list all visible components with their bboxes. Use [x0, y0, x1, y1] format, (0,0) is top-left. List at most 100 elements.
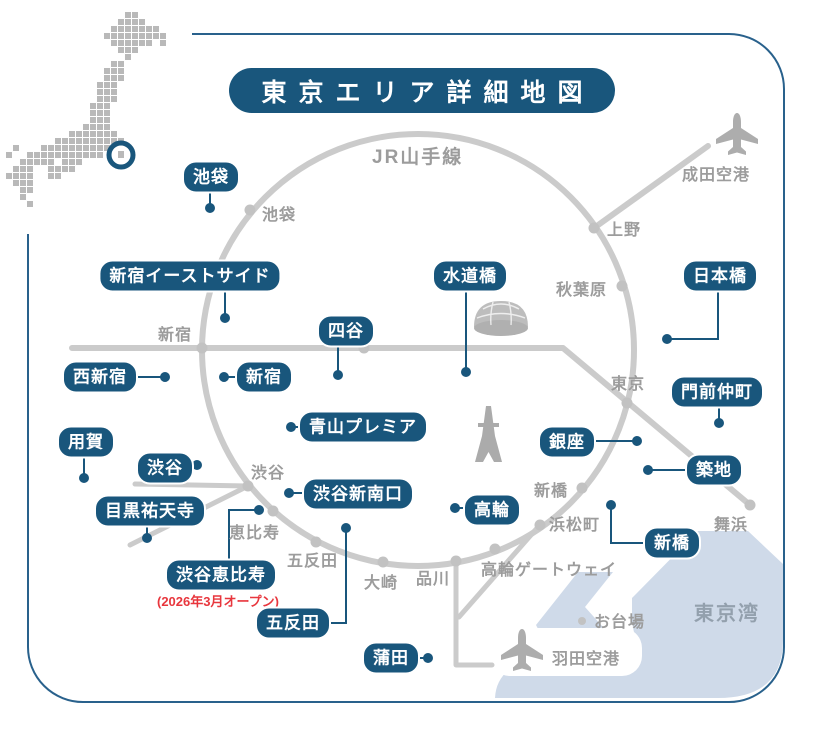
japan-map-pixel — [125, 26, 131, 32]
japan-map-pixel — [27, 201, 33, 207]
hotel-dot — [220, 313, 230, 323]
japan-map-pixel — [125, 40, 131, 46]
japan-map-pixel — [111, 138, 117, 144]
chuo-keiyo-line — [69, 345, 753, 508]
japan-map-pixel — [90, 124, 96, 130]
japan-map-pixel — [160, 33, 166, 39]
hotel-leader-line — [667, 276, 719, 340]
japan-map-pixel — [139, 40, 145, 46]
japan-map-pixel — [132, 26, 138, 32]
hotel-dot — [192, 460, 202, 470]
hotel-badge: 五反田 — [255, 606, 331, 640]
hotel-leader-line — [228, 509, 259, 575]
japan-map-pixel — [97, 89, 103, 95]
japan-map-pixel — [83, 152, 89, 158]
japan-map-pixel — [48, 173, 54, 179]
hotel-dot — [254, 505, 264, 515]
japan-map-pixel — [132, 47, 138, 53]
japan-map-pixel — [62, 152, 68, 158]
map-border-frame — [27, 33, 785, 703]
japan-map-pixel — [13, 166, 19, 172]
monorail-line — [456, 524, 541, 620]
japan-map-pixel — [104, 103, 110, 109]
station-dot — [242, 480, 254, 492]
japan-map-pixel — [34, 159, 40, 165]
japan-map-pixel — [118, 19, 124, 25]
japan-map-pixel — [20, 194, 26, 200]
japan-map-pixel — [20, 173, 26, 179]
hotel-badge: 新宿 — [235, 360, 293, 394]
japan-map-pixel — [139, 19, 145, 25]
japan-map-pixel — [139, 26, 145, 32]
japan-map-pixel — [97, 152, 103, 158]
station-dot — [310, 536, 322, 548]
hotel-dot — [632, 436, 642, 446]
hotel-badge: 青山プレミア — [298, 410, 428, 444]
japan-map-pixel — [118, 61, 124, 67]
station-label: 新宿 — [158, 327, 193, 344]
hotel-open-note: (2026年3月オープン) — [156, 594, 280, 609]
hotel-dot — [341, 523, 351, 533]
japan-map-pixel — [104, 124, 110, 130]
japan-map-pixel — [27, 152, 33, 158]
hotel-badge: 築地 — [685, 453, 743, 487]
station-label: お台場 — [594, 614, 646, 631]
japan-map-pixel — [90, 110, 96, 116]
japan-map-pixel — [62, 159, 68, 165]
station-dot — [377, 556, 389, 568]
pixel-japan-map-icon — [6, 12, 166, 207]
japan-map-pixel — [104, 96, 110, 102]
hotel-badge: 新橋 — [643, 526, 701, 560]
hotel-dot — [142, 533, 152, 543]
japan-map-pixel — [69, 152, 75, 158]
japan-map-pixel — [97, 124, 103, 130]
japan-map-pixel — [48, 166, 54, 172]
japan-map-pixel — [118, 47, 124, 53]
station-dot — [621, 397, 633, 409]
japan-map-pixel — [76, 145, 82, 151]
japan-map-pixel — [97, 138, 103, 144]
japan-map-pixel — [6, 152, 12, 158]
station-dot — [450, 555, 462, 567]
narita-line — [591, 143, 711, 231]
hotel-dot — [160, 372, 170, 382]
japan-map-pixel — [69, 166, 75, 172]
hotel-dot — [79, 473, 89, 483]
japan-map-pixel — [76, 159, 82, 165]
japan-map-pixel — [125, 33, 131, 39]
hotel-badge: 渋谷 — [136, 451, 194, 485]
japan-map-pixel — [83, 145, 89, 151]
japan-map-pixel — [6, 173, 12, 179]
japan-map-pixel — [41, 159, 47, 165]
japan-map-pixel — [69, 159, 75, 165]
japan-map-pixel — [76, 152, 82, 158]
japan-map-pixel — [146, 26, 152, 32]
japan-map-pixel — [62, 145, 68, 151]
japan-map-pixel — [76, 131, 82, 137]
japan-map-pixel — [97, 145, 103, 151]
tokyo-bay-label: 東京湾 — [694, 603, 760, 625]
tokyo-tower-icon — [475, 406, 502, 462]
haneda-airplane-icon — [501, 629, 543, 671]
japan-map-pixel — [97, 103, 103, 109]
station-dot — [588, 222, 600, 234]
japan-map-pixel — [153, 33, 159, 39]
japan-map-pixel — [27, 173, 33, 179]
hotel-badge: 蒲田 — [362, 641, 420, 675]
japan-map-pixel — [104, 145, 110, 151]
japan-map-pixel — [20, 166, 26, 172]
haneda-notch — [490, 628, 642, 676]
japan-map-pixel — [104, 138, 110, 144]
japan-map-pixel — [132, 19, 138, 25]
station-dot — [244, 204, 256, 216]
japan-map-pixel — [111, 89, 117, 95]
hotel-badge: 新宿イーストサイド — [98, 259, 282, 293]
japan-map-pixel — [55, 173, 61, 179]
hotel-badge: 目黒祐天寺 — [94, 494, 206, 528]
japan-map-pixel — [104, 68, 110, 74]
japan-map-pixel — [160, 40, 166, 46]
japan-map-pixel — [97, 131, 103, 137]
japan-map-pixel — [27, 187, 33, 193]
japan-map-pixel — [118, 26, 124, 32]
japan-map-pixel — [153, 26, 159, 32]
